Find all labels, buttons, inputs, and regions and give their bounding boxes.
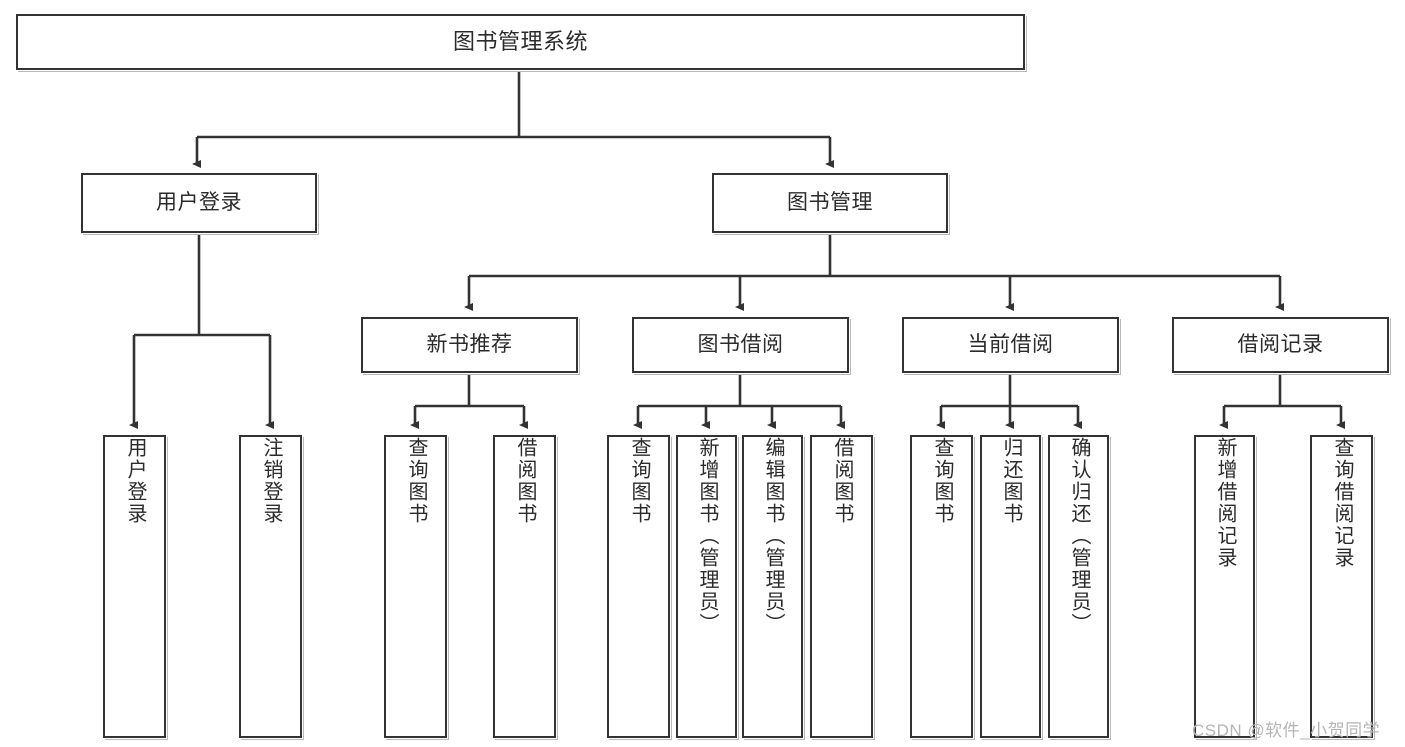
leaf-current-borrow-query-book[interactable]: 查询图书: [910, 435, 973, 738]
node-label: 图书管理: [787, 190, 873, 214]
node-label: 归还图书: [1000, 437, 1022, 525]
leaf-borrow-record-add-record[interactable]: 新增借阅记录: [1194, 435, 1255, 738]
leaf-book-borrow-add-book-admin[interactable]: 新增图书（管理员）: [676, 435, 737, 738]
leaf-new-book-query-book[interactable]: 查询图书: [384, 435, 447, 738]
node-label: 注销登录: [260, 437, 282, 525]
leaf-user-login-login[interactable]: 用户登录: [103, 435, 166, 738]
node-book-borrow[interactable]: 图书借阅: [632, 317, 849, 373]
leaf-book-borrow-query-book[interactable]: 查询图书: [607, 435, 670, 738]
leaf-borrow-record-query-record[interactable]: 查询借阅记录: [1310, 435, 1373, 738]
node-book-management[interactable]: 图书管理: [712, 173, 948, 233]
leaf-current-borrow-return-book[interactable]: 归还图书: [980, 435, 1041, 738]
leaf-book-borrow-borrow-book[interactable]: 借阅图书: [810, 435, 873, 738]
node-root-book-management-system[interactable]: 图书管理系统: [16, 14, 1025, 70]
node-label: 新增图书（管理员）: [696, 437, 718, 635]
node-label: 新书推荐: [426, 332, 513, 356]
leaf-current-borrow-confirm-return-admin[interactable]: 确认归还（管理员）: [1048, 435, 1109, 738]
csdn-watermark: CSDN @软件_小贺同学: [1192, 721, 1381, 740]
leaf-new-book-borrow-book[interactable]: 借阅图书: [493, 435, 556, 738]
node-label: 借阅图书: [831, 437, 853, 525]
leaf-book-borrow-edit-book-admin[interactable]: 编辑图书（管理员）: [742, 435, 803, 738]
node-label: 查询图书: [628, 437, 650, 525]
node-label: 确认归还（管理员）: [1068, 437, 1090, 635]
node-label: 借阅图书: [514, 437, 536, 525]
node-new-book-recommend[interactable]: 新书推荐: [361, 317, 578, 373]
node-label: 编辑图书（管理员）: [762, 437, 784, 635]
node-label: 新增借阅记录: [1214, 437, 1236, 569]
node-user-login[interactable]: 用户登录: [81, 173, 317, 233]
node-current-borrow[interactable]: 当前借阅: [902, 317, 1119, 373]
node-label: 借阅记录: [1237, 332, 1324, 356]
node-label: 图书管理系统: [452, 28, 588, 54]
node-label: 当前借阅: [967, 332, 1054, 356]
node-label: 用户登录: [156, 190, 242, 214]
node-label: 查询图书: [405, 437, 427, 525]
leaf-user-login-logout[interactable]: 注销登录: [239, 435, 302, 738]
node-label: 用户登录: [124, 437, 146, 525]
node-label: 图书借阅: [697, 332, 784, 356]
node-borrow-record[interactable]: 借阅记录: [1172, 317, 1389, 373]
node-label: 查询借阅记录: [1331, 437, 1353, 569]
node-label: 查询图书: [931, 437, 953, 525]
